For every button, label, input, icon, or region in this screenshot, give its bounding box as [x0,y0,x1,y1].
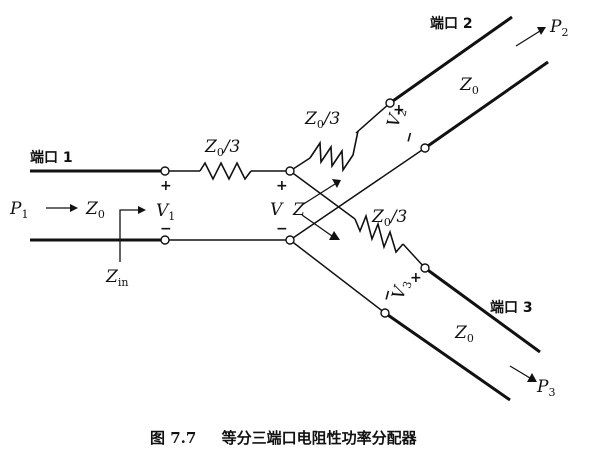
resistor2-lead-right [355,102,391,134]
p3-label: P3 [536,377,555,399]
port1-voltage-label: V1 [156,201,175,223]
port3-plus: + [410,270,422,286]
resistor2-zigzag [309,130,359,173]
p2-label: P2 [549,17,568,39]
p3-arrow-head [527,373,537,382]
resistor2-label: Z0/3 [304,109,340,131]
node-port1-top [160,166,170,176]
port2-bottom-line [424,60,549,150]
z-arrow-upper-shaft [301,183,336,206]
port2-voltage-label: V2 [384,105,410,129]
junction-impedance-label: Z [292,200,306,220]
input-impedance-label: Zin [105,267,128,289]
port2-minus: − [400,130,418,145]
resistor3-zigzag [354,213,404,254]
z-arrow-lower-head [329,231,340,240]
port3-impedance-label: Z0 [454,323,474,345]
junction-plus: + [276,178,288,194]
port3-voltage-group: V3 [389,277,415,301]
port3-bottom-line [384,311,511,402]
node-junction-top [285,166,295,176]
port2-top-line [389,15,513,105]
resistor1-zigzag [199,161,252,181]
p2-arrow-shaft [515,30,541,47]
resistor3-lead-right [402,243,426,269]
port2-impedance-label: Z0 [459,75,479,97]
p1-arrow-head [70,204,78,212]
node-port1-bottom [160,235,170,245]
port2-name: 端口 2 [430,15,473,32]
port3-top-line [424,266,541,354]
port1-impedance-label: Z0 [85,199,105,221]
port2-plus: + [393,102,405,118]
node-port3-bottom [380,308,390,318]
resistor3-lead-left [289,170,356,220]
p2-arrow-head [537,27,546,35]
node-junction-bottom [285,235,295,245]
port2-minus-group: − [400,130,418,145]
figure-number: 图 7.7 [150,429,196,447]
node-port2-top [385,98,395,108]
port3-minus: − [378,288,396,303]
p1-label: P1 [9,199,28,221]
port3-voltage-label: V3 [389,277,415,301]
zin-arrow-head [138,206,146,214]
port1-plus: + [160,178,172,194]
junction-minus: − [276,221,288,237]
port1-minus: − [160,221,172,237]
port3-name: 端口 3 [490,299,533,316]
p3-arrow-shaft [509,365,531,379]
resistor1-label: Z0/3 [204,137,240,159]
port3-minus-group: − [378,288,396,303]
z-arrow-upper-head [332,179,341,188]
figure-title: 等分三端口电阻性功率分配器 [222,429,418,447]
z-arrow-lower-shaft [301,214,333,237]
lower-return-line [289,239,386,314]
port1-name: 端口 1 [30,149,73,166]
node-port3-top [420,263,430,273]
port2-voltage-group: V2 [384,105,410,129]
figure-caption: 图 7.7 等分三端口电阻性功率分配器 [150,429,418,447]
node-port2-bottom [420,143,430,153]
junction-voltage-label: V [270,200,284,220]
upper-return-line [289,147,426,241]
resistor3-label: Z0/3 [371,207,407,229]
zin-arrow-shaft [119,209,138,262]
